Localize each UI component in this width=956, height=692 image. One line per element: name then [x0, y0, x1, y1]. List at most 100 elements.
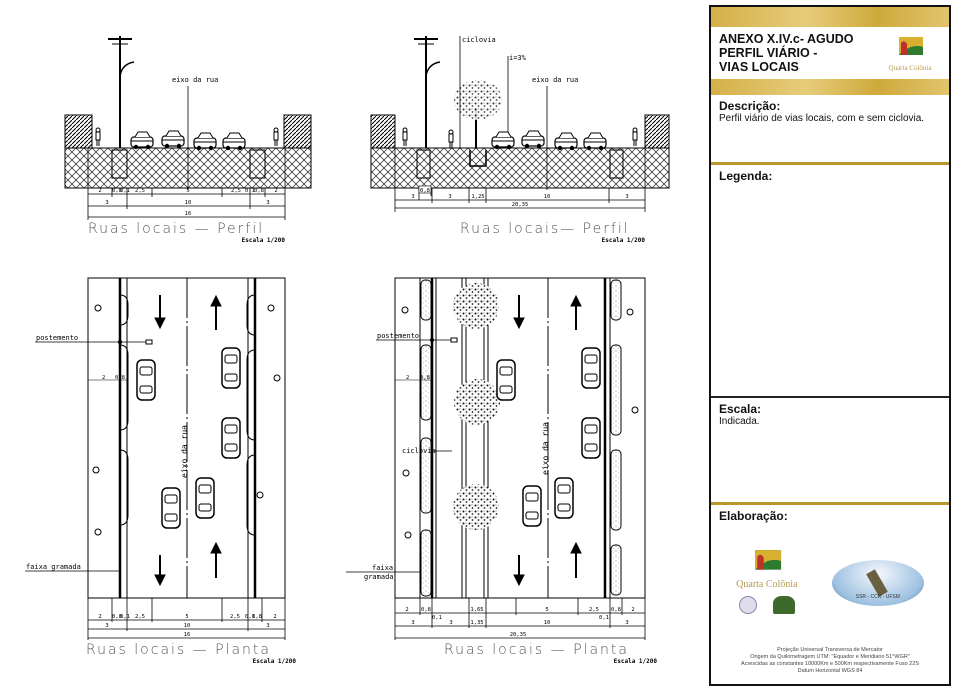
credits-section: Elaboração: Quarta Colônia SSR - CCR - U…: [711, 505, 949, 679]
dimension-label: 2,5: [230, 614, 240, 620]
footer-line: Projeção Universal Transversa de Mercato…: [777, 647, 883, 653]
dimension-label: 5: [186, 188, 189, 194]
car-icon: [130, 131, 154, 150]
scale-heading: Escala:: [719, 402, 762, 416]
legend-section: Legenda:: [711, 165, 949, 398]
car-icon: [222, 132, 246, 151]
legend-heading: Legenda:: [719, 169, 773, 183]
street-light-pole-icon: [413, 35, 441, 149]
dimension-label: 0,8: [611, 607, 621, 613]
dimension-label: 0,8: [254, 188, 264, 194]
university-seal-icon: [738, 595, 757, 614]
dimension-label: 10: [184, 623, 191, 629]
drawing-title: Ruas locais — Planta: [444, 642, 629, 658]
car-icon: [491, 131, 515, 150]
satellite-icon: [866, 569, 888, 597]
tree-icon: [453, 283, 499, 329]
arrow-down-icon: [513, 295, 525, 330]
dimension-label: 3: [411, 620, 414, 626]
dimension-label: 0,8: [421, 607, 431, 613]
title-block: ANEXO X.IV.c- AGUDO PERFIL VIÁRIO - VIAS…: [709, 5, 951, 686]
car-icon: [195, 477, 215, 519]
car-icon: [583, 132, 607, 151]
drawing-title: Ruas locais — Perfil: [88, 221, 264, 237]
arrow-up-icon: [570, 541, 582, 578]
dimension-label: 3: [266, 623, 269, 629]
sheet-title-line: ANEXO X.IV.c- AGUDO: [719, 32, 854, 46]
dimension-label: 3: [105, 623, 108, 629]
dimension-label: 2,5: [135, 188, 145, 194]
car-icon: [521, 130, 545, 149]
pedestrian-icon: [632, 127, 638, 147]
sheet-title-line: VIAS LOCAIS: [719, 60, 799, 74]
bush-icon: [92, 304, 281, 536]
post-label: postemento: [36, 334, 78, 342]
logo-text: SSR - CCR - UFSM: [855, 594, 900, 600]
post-label: postemento: [377, 332, 419, 340]
grass-strip-label: faixa gramada: [26, 563, 81, 571]
scale-text: Indicada.: [719, 416, 760, 427]
car-icon: [554, 132, 578, 151]
dimension-label: 0,8: [112, 614, 122, 620]
drawing-scale: Escala 1/200: [242, 237, 286, 244]
decorative-band: [711, 7, 949, 27]
dimension-label: 1,25: [471, 194, 484, 200]
ground-section: [370, 147, 670, 189]
scale-section: Escala: Indicada.: [711, 398, 949, 505]
footer-line: Acrescidas as constantes 10000Km e 500Km…: [741, 661, 919, 667]
profile-left-drawing: eixo da rua 2 0,8 0,1 2,5 5 2,5 0,1 0,8 …: [64, 35, 312, 244]
dimension-label: 0,8: [420, 375, 430, 381]
footer-line: Origem da Quilometragem UTM: "Equador e …: [750, 654, 910, 660]
sheet-title-line: PERFIL VIÁRIO -: [719, 46, 818, 60]
dimension-label: 2,5: [589, 607, 599, 613]
dimension-label: 3: [266, 200, 269, 206]
utility-box: [609, 149, 624, 179]
dimension-label: 1,65: [470, 607, 483, 613]
grass-strip: [420, 279, 622, 597]
utility-box: [111, 149, 128, 179]
dimension-label: 0,8: [112, 188, 122, 194]
car-icon: [581, 347, 601, 389]
dimension-label: 2: [405, 607, 408, 613]
dimension-label: 2,5: [135, 614, 145, 620]
plan-left-drawing: postemento faixa gramada 2 0,8 eixo da r…: [25, 277, 297, 665]
dimension-label: 0,8: [115, 375, 125, 381]
credits-heading: Elaboração:: [719, 509, 788, 523]
plan-right-drawing: postemento ciclovia faixa gramada 2 0,8 …: [346, 277, 657, 665]
car-icon: [136, 359, 156, 401]
car-icon: [221, 347, 241, 389]
dimension-total: 20,35: [510, 632, 527, 638]
dimension-label: 2: [631, 607, 634, 613]
arrow-down-icon: [513, 555, 525, 587]
dimension-label: 0,1: [599, 615, 609, 621]
car-icon: [554, 477, 574, 519]
tree-icon: [454, 379, 500, 425]
utility-box: [249, 149, 266, 179]
building-left: [64, 114, 93, 149]
dimension-total: 16: [184, 632, 191, 638]
dimension-label: 2: [406, 375, 409, 381]
dimension-label: 2: [273, 614, 276, 620]
car-icon: [522, 485, 542, 527]
dimension-label: 2: [102, 375, 105, 381]
car-icon: [581, 417, 601, 459]
car-icon: [193, 132, 217, 151]
building-right: [283, 114, 312, 149]
axis-label: eixo da rua: [532, 76, 578, 84]
dimension-label: 2,5: [231, 188, 241, 194]
dimension-label: 5: [185, 614, 188, 620]
projection-notes: Projeção Universal Transversa de Mercato…: [719, 647, 941, 675]
arrow-up-icon: [570, 294, 582, 330]
dimension-label: 0,1: [432, 615, 442, 621]
arrow-up-icon: [210, 294, 222, 330]
dimension-total: 16: [185, 211, 192, 217]
description-heading: Descrição:: [719, 99, 781, 113]
dimension-label: 10: [544, 620, 551, 626]
logo-text: Quarta Colônia: [888, 63, 932, 72]
drawing-scale: Escala 1/200: [253, 658, 297, 665]
car-icon: [221, 417, 241, 459]
title-section: ANEXO X.IV.c- AGUDO PERFIL VIÁRIO - VIAS…: [711, 27, 949, 79]
drawing-title: Ruas locais — Planta: [86, 642, 271, 658]
arrow-up-icon: [210, 541, 222, 578]
